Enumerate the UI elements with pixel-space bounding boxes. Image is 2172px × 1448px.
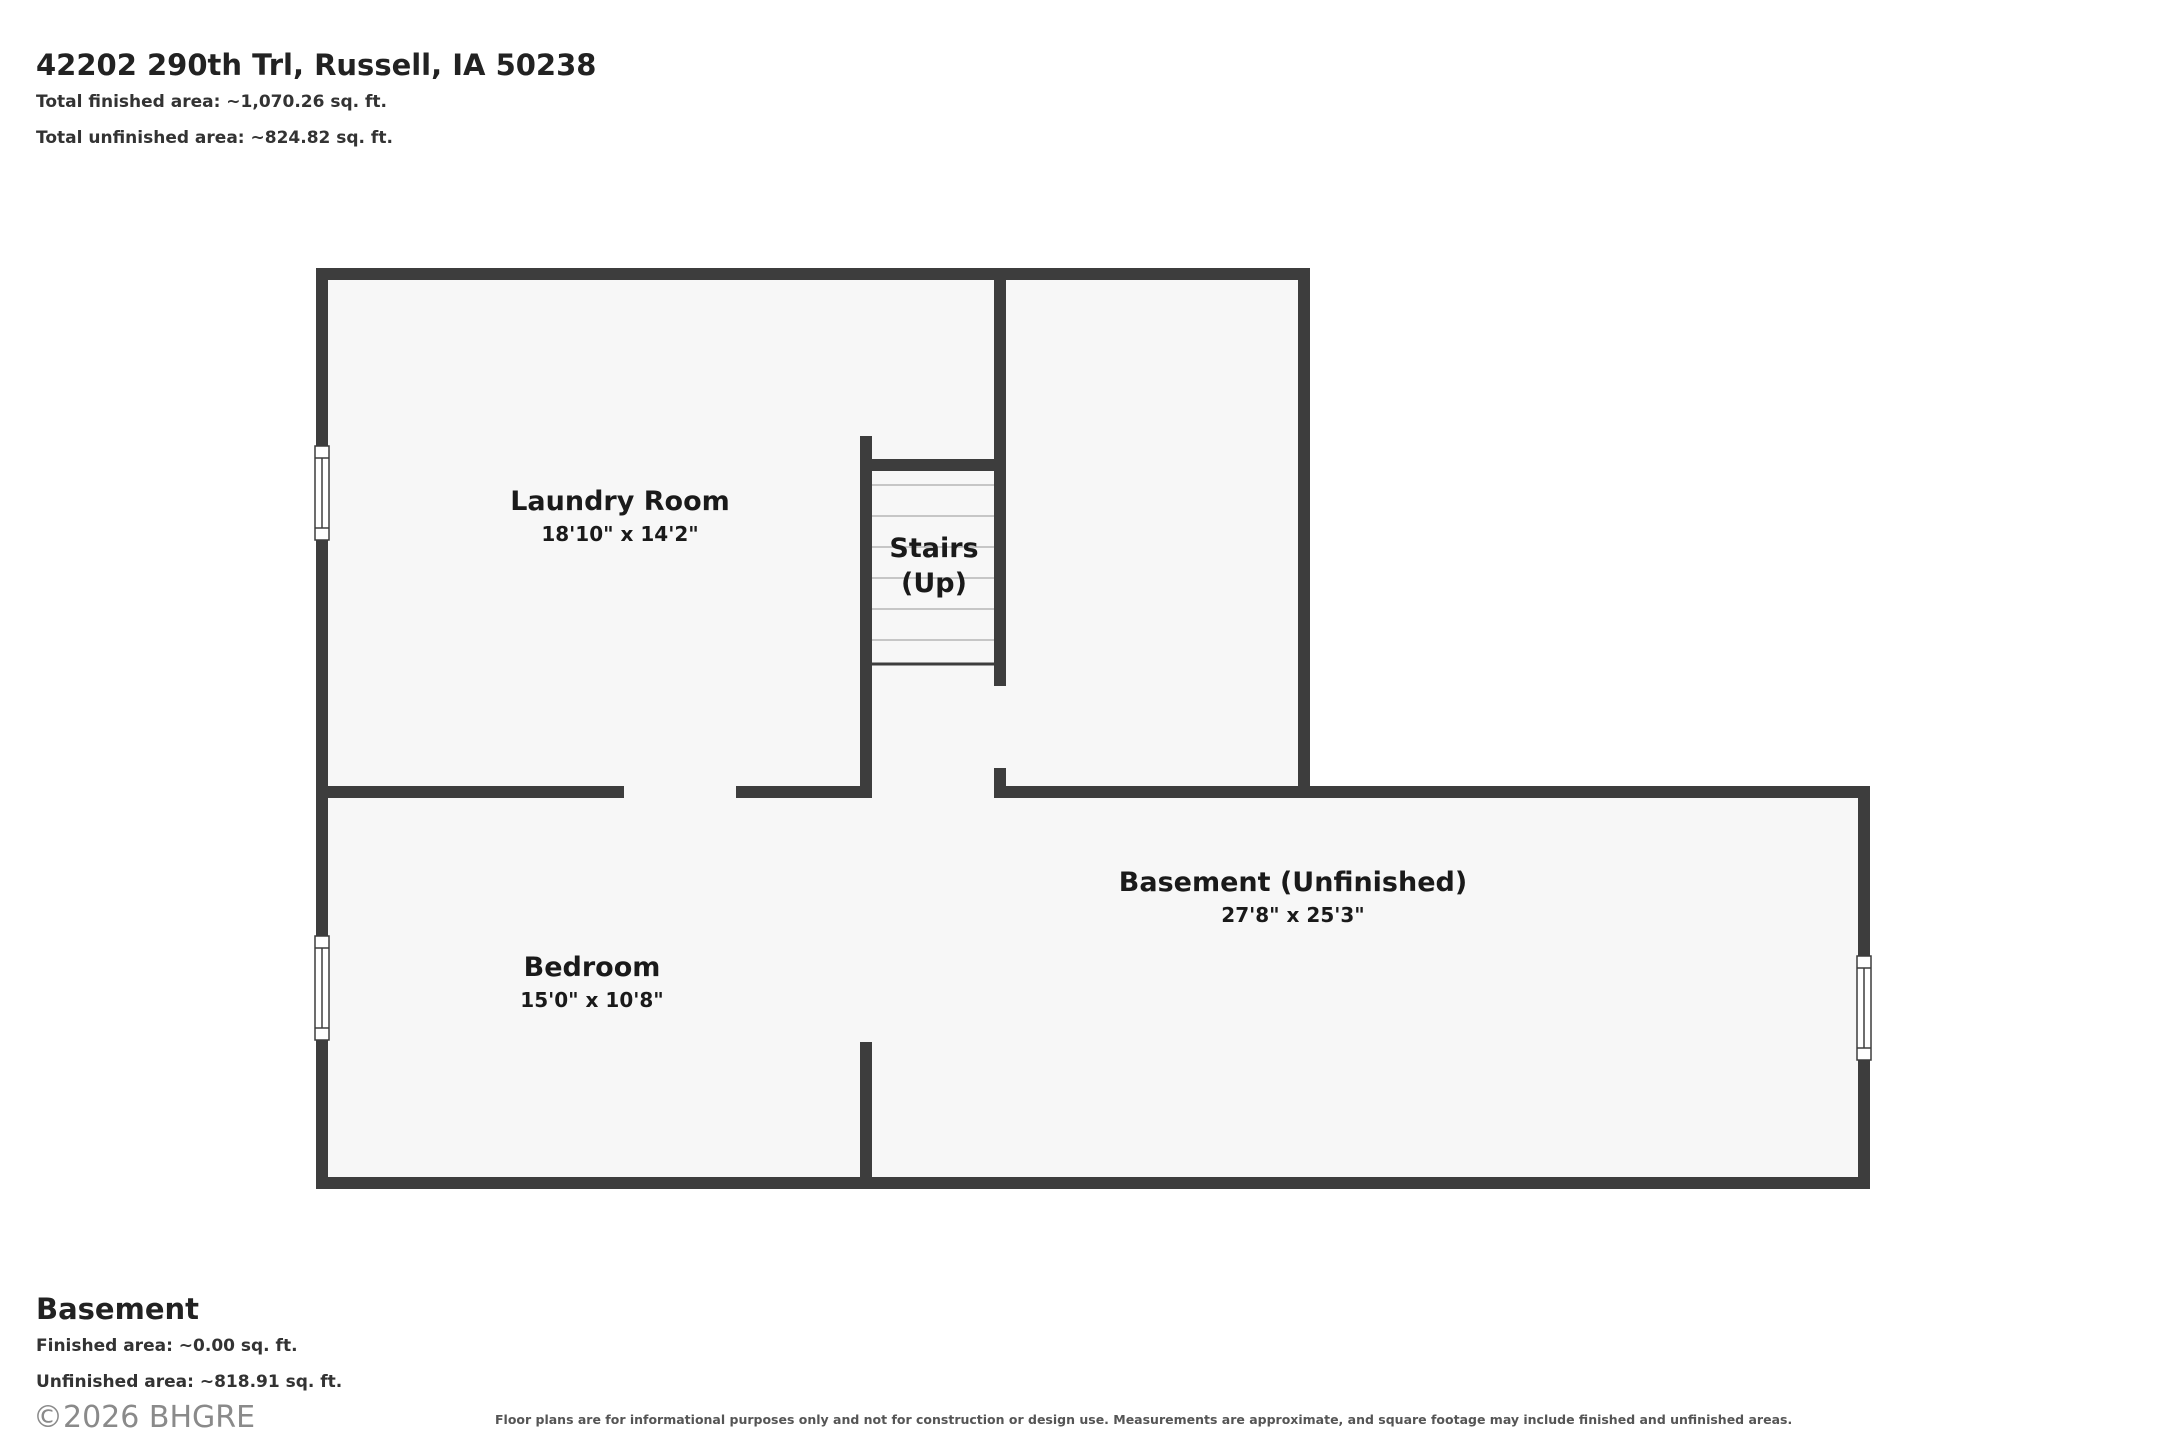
property-address: 42202 290th Trl, Russell, IA 50238	[36, 48, 597, 82]
copyright-notice: ©2026 BHGRE	[33, 1400, 256, 1435]
window-left-upper	[314, 445, 330, 541]
basement-room-name: Basement (Unfinished)	[1119, 867, 1467, 898]
floor-name: Basement	[36, 1292, 199, 1326]
stairs-direction: (Up)	[901, 568, 967, 599]
bedroom-name: Bedroom	[524, 952, 661, 983]
disclaimer-text: Floor plans are for informational purpos…	[495, 1412, 1793, 1427]
window-right	[1856, 955, 1872, 1061]
basement-room-dims: 27'8" x 25'3"	[1221, 903, 1364, 927]
stair-treads	[872, 484, 996, 641]
laundry-room-dims: 18'10" x 14'2"	[541, 522, 698, 546]
total-unfinished-area: Total unfinished area: ~824.82 sq. ft.	[36, 128, 393, 148]
walls	[316, 268, 1870, 1189]
window-left-lower	[314, 935, 330, 1041]
bedroom-dims: 15'0" x 10'8"	[520, 988, 663, 1012]
floor-area	[322, 274, 1864, 1183]
stairs-label: Stairs	[889, 533, 978, 564]
floor-unfinished-area: Unfinished area: ~818.91 sq. ft.	[36, 1372, 343, 1392]
total-finished-area: Total finished area: ~1,070.26 sq. ft.	[36, 92, 387, 112]
laundry-room-name: Laundry Room	[510, 486, 730, 517]
floor-finished-area: Finished area: ~0.00 sq. ft.	[36, 1336, 298, 1356]
